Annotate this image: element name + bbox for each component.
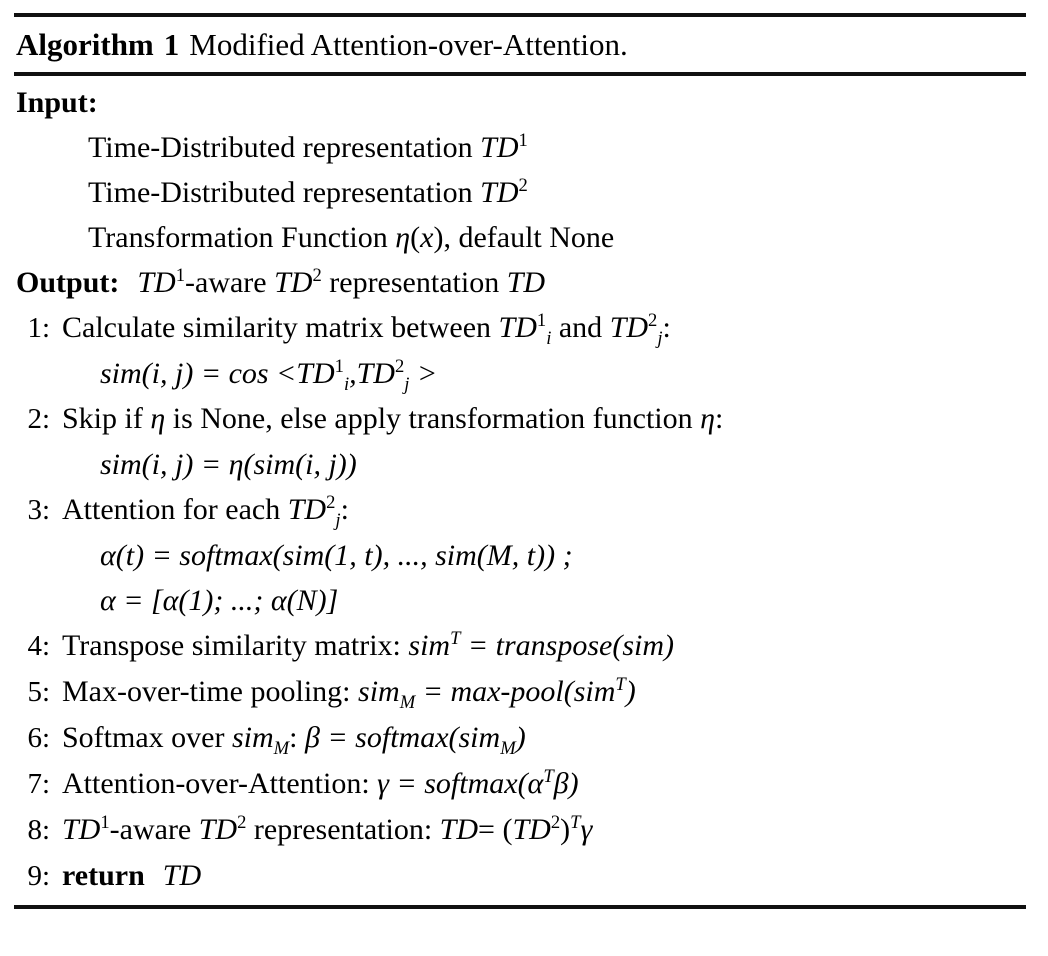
output-label: Output: bbox=[16, 266, 120, 299]
step-number-8: 8: bbox=[27, 814, 50, 846]
input-item-3-text: Transformation Function η(x), default No… bbox=[88, 221, 615, 254]
input-item-3: Transformation Function η(x), default No… bbox=[14, 215, 1026, 260]
rule-middle bbox=[14, 72, 1026, 76]
algorithm-number: 1 bbox=[163, 27, 180, 62]
algorithm-body: Input: Time-Distributed representation T… bbox=[14, 76, 1026, 905]
step-text-6: Softmax over simM: β = softmax(simM) bbox=[62, 721, 526, 759]
step-text-2: Skip if η is None, else apply transforma… bbox=[62, 402, 724, 435]
step-row-1: 1: Calculate similarity matrix between T… bbox=[14, 305, 1026, 351]
step-number-6: 6: bbox=[27, 722, 50, 754]
step-text-9: return TD bbox=[62, 853, 201, 898]
step-text-4: Transpose similarity matrix: simT = tran… bbox=[62, 628, 674, 662]
step-text-5: Max-over-time pooling: simM = max-pool(s… bbox=[62, 674, 636, 713]
formula-alpha-vector: α = [α(1); ...; α(N)] bbox=[100, 584, 339, 617]
step-number-7: 7: bbox=[27, 768, 50, 800]
step-formula-2-1: sim(i, j) = η(sim(i, j)) bbox=[14, 442, 1026, 487]
algorithm-title: Modified Attention-over-Attention. bbox=[189, 27, 628, 62]
step-row-9: 9: return TD bbox=[14, 853, 1026, 899]
return-value: TD bbox=[162, 859, 202, 892]
step-row-2: 2: Skip if η is None, else apply transfo… bbox=[14, 396, 1026, 442]
algorithm-caption: Algorithm 1 Modified Attention-over-Attent… bbox=[14, 17, 1026, 72]
step-number-3: 3: bbox=[27, 494, 50, 526]
step-row-8: 8: TD1-aware TD2 representation: TD= (TD… bbox=[14, 807, 1026, 853]
step-number-5: 5: bbox=[27, 676, 50, 708]
step-formula-3-2: α = [α(1); ...; α(N)] bbox=[14, 578, 1026, 623]
step-number-1: 1: bbox=[27, 312, 50, 344]
input-label-row: Input: bbox=[14, 80, 1026, 125]
step-row-6: 6: Softmax over simM: β = softmax(simM) bbox=[14, 715, 1026, 761]
step-row-3: 3: Attention for each TD2j: bbox=[14, 487, 1026, 533]
return-keyword: return bbox=[62, 859, 145, 892]
algorithm-keyword: Algorithm bbox=[16, 27, 154, 62]
step-text-1: Calculate similarity matrix between TD1i… bbox=[62, 310, 671, 349]
output-label-row: Output: TD1-aware TD2 representation TD bbox=[14, 260, 1026, 305]
algorithm-box: Algorithm 1 Modified Attention-over-Attent… bbox=[14, 13, 1026, 909]
step-row-4: 4: Transpose similarity matrix: simT = t… bbox=[14, 623, 1026, 669]
input-item-1: Time-Distributed representation TD1 bbox=[14, 125, 1026, 170]
step-row-7: 7: Attention-over-Attention: γ = softmax… bbox=[14, 761, 1026, 807]
step-formula-3-1: α(t) = softmax(sim(1, t), ..., sim(M, t)… bbox=[14, 533, 1026, 578]
formula-alpha-t: α(t) = softmax(sim(1, t), ..., sim(M, t)… bbox=[100, 539, 573, 572]
formula-sim-eta: sim(i, j) = η(sim(i, j)) bbox=[100, 448, 357, 481]
step-number-4: 4: bbox=[27, 630, 50, 662]
step-text-8: TD1-aware TD2 representation: TD= (TD2)T… bbox=[62, 812, 593, 846]
input-item-1-text: Time-Distributed representation TD1 bbox=[88, 130, 528, 164]
step-formula-1-1: sim(i, j) = cos <TD1i,TD2j > bbox=[14, 351, 1026, 396]
step-number-2: 2: bbox=[27, 403, 50, 435]
input-item-2-text: Time-Distributed representation TD2 bbox=[88, 175, 528, 209]
rule-top bbox=[14, 13, 1026, 17]
output-text: TD1-aware TD2 representation TD bbox=[137, 265, 546, 299]
step-row-5: 5: Max-over-time pooling: simM = max-poo… bbox=[14, 669, 1026, 715]
formula-sim-cos: sim(i, j) = cos <TD1i,TD2j > bbox=[100, 356, 438, 395]
step-text-7: Attention-over-Attention: γ = softmax(αT… bbox=[62, 766, 579, 800]
input-label: Input: bbox=[16, 86, 98, 119]
step-text-3: Attention for each TD2j: bbox=[62, 492, 349, 531]
rule-bottom bbox=[14, 905, 1026, 909]
input-item-2: Time-Distributed representation TD2 bbox=[14, 170, 1026, 215]
step-number-9: 9: bbox=[27, 860, 50, 892]
